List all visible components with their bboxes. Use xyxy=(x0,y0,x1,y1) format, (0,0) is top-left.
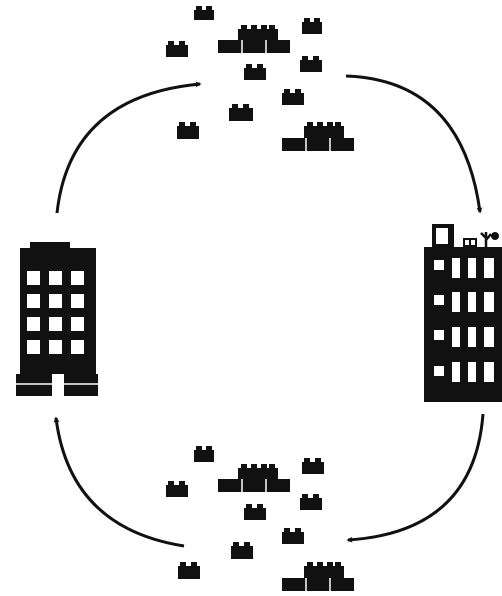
bottom-brick-pile xyxy=(166,446,354,591)
lego-brick xyxy=(218,40,290,53)
lego-brick xyxy=(304,562,344,578)
lego-brick xyxy=(244,504,266,520)
arrow-left-building-to-bricks xyxy=(57,84,200,213)
lego-brick xyxy=(238,25,278,40)
lego-brick xyxy=(244,64,266,80)
top-brick-pile xyxy=(166,6,354,151)
lego-brick xyxy=(300,56,322,72)
lego-brick xyxy=(282,138,354,151)
lego-brick xyxy=(302,18,322,34)
arrow-bricks-to-right-building xyxy=(346,76,480,212)
lego-brick xyxy=(218,479,290,492)
lego-brick xyxy=(238,464,278,479)
lego-brick xyxy=(300,494,322,510)
lego-brick xyxy=(302,458,324,474)
lego-brick xyxy=(282,578,354,591)
lego-brick xyxy=(231,542,253,559)
lego-brick xyxy=(166,481,188,497)
rooftop-plant-icon xyxy=(481,232,499,248)
lego-brick xyxy=(304,122,344,138)
lego-brick xyxy=(166,41,188,57)
arrow-right-building-to-bricks xyxy=(348,414,483,540)
lego-brick xyxy=(194,6,214,20)
right-building-icon xyxy=(424,224,502,402)
arrow-bricks-to-left-building xyxy=(56,418,184,546)
lego-brick xyxy=(282,528,304,544)
lego-brick xyxy=(178,562,200,579)
lego-brick xyxy=(282,89,304,105)
lego-brick xyxy=(229,104,253,121)
lego-brick xyxy=(177,122,199,139)
lego-brick xyxy=(194,446,214,462)
left-building-icon xyxy=(16,242,98,396)
